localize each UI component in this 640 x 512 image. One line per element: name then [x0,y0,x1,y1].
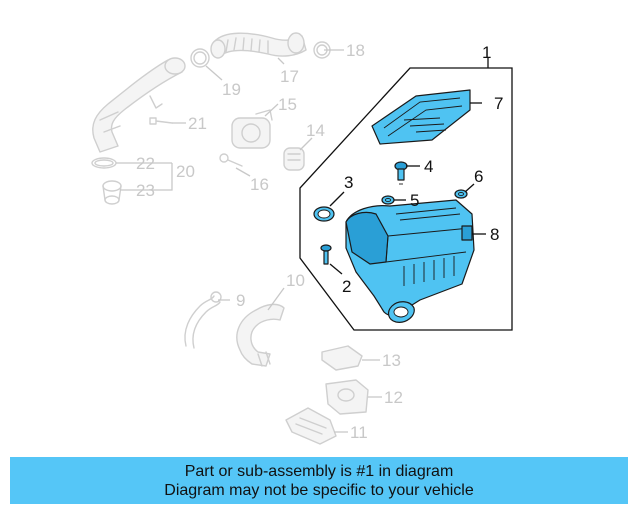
callout-23: 23 [136,181,155,200]
part-7-cover[interactable] [371,89,471,145]
callout-3-leader [329,191,345,207]
part-13-bracket [321,345,363,371]
callout-18: 18 [346,41,365,60]
callout-5: 5 [410,191,419,210]
callout-20: 20 [176,162,195,181]
callout-6: 6 [474,167,483,186]
part-16-screw [219,153,243,167]
part-23-sleeve [102,180,122,205]
assembly-outline [299,67,513,331]
callout-8: 8 [490,225,499,244]
part-20-intake-tube [92,57,186,153]
callout-6-leader [464,183,475,193]
callout-11: 11 [350,423,368,442]
callout-2-leader [329,263,343,275]
callout-21: 21 [188,114,207,133]
callout-14: 14 [306,121,325,140]
banner-line-2: Diagram may not be specific to your vehi… [164,481,474,499]
callout-3: 3 [344,173,353,192]
part-4-pin[interactable] [394,161,408,185]
callout-4: 4 [424,157,433,176]
callout-2: 2 [342,277,351,296]
part-21-bolt [149,117,173,125]
part-17-intake-duct [210,32,307,59]
callout-12: 12 [384,388,403,407]
air-filter-housing[interactable] [345,199,475,323]
callout-13: 13 [382,351,401,370]
part-19-clamp [190,48,210,68]
part-10-hose [236,303,285,367]
callout-7: 7 [494,94,503,113]
info-banner: Part or sub-assembly is #1 in diagram Di… [10,457,628,504]
part-3-seal[interactable] [313,206,335,222]
parts-diagram: 1 2 3 4 5 6 7 8 9 10 11 12 13 14 15 16 1… [91,32,513,445]
callout-15: 15 [278,95,297,114]
callout-1: 1 [482,43,491,62]
part-6-grommet[interactable] [454,189,468,199]
callout-16: 16 [250,175,269,194]
part-22-ring [91,157,117,169]
callout-19: 19 [222,80,241,99]
part-9-hose [184,291,222,349]
part-2-bolt[interactable] [320,244,332,265]
banner-line-1: Part or sub-assembly is #1 in diagram [184,462,454,480]
ghost-leaders [116,49,382,433]
callout-22: 22 [136,154,155,173]
callout-9: 9 [236,291,245,310]
callout-17: 17 [280,67,299,86]
part-12-bracket [325,379,369,415]
part-11-bracket [285,407,337,445]
part-15-sensor [231,109,273,149]
part-5-grommet[interactable] [381,195,395,205]
callout-10: 10 [286,271,305,290]
part-14-connector [283,147,305,171]
